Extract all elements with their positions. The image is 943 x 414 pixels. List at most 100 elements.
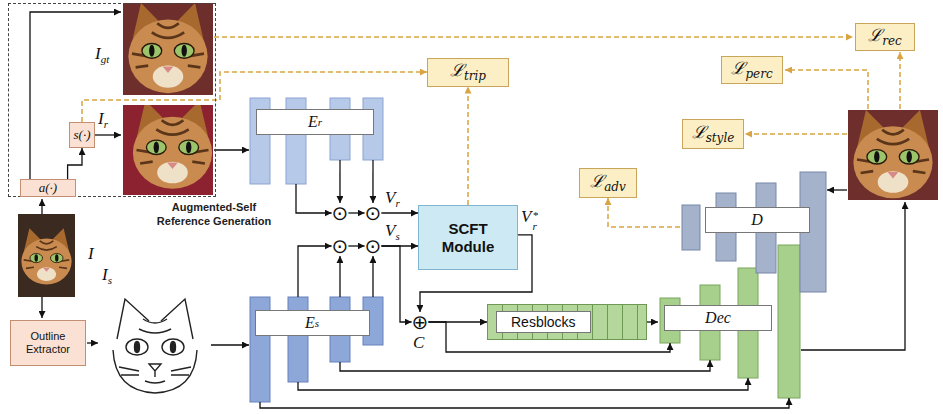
encoder: Es — [248, 295, 390, 413]
loss-line — [785, 70, 868, 109]
connector — [298, 246, 332, 297]
cat-face — [128, 3, 207, 93]
node-label: ℒrec — [868, 26, 902, 48]
math-label: V*r — [521, 208, 538, 232]
math-label: Vs — [385, 222, 400, 242]
symbol-label: C — [413, 333, 424, 352]
math-label: C — [413, 334, 424, 351]
resblocks: Resblocks — [487, 304, 647, 340]
subscript: r — [104, 118, 108, 130]
superscript: * — [532, 210, 538, 221]
loss-connector — [82, 72, 427, 122]
multiply-op: ⊙ — [332, 203, 349, 223]
math-label: Ir — [98, 110, 108, 130]
loss-box: ℒtrip — [427, 58, 509, 87]
node-label: ⊙ — [365, 203, 382, 223]
subscript: s — [315, 317, 319, 329]
node-label: ℒstyle — [692, 123, 735, 145]
encoder-label: Er — [256, 109, 374, 135]
loss-connector — [608, 198, 680, 227]
script-stack: *r — [532, 210, 538, 232]
flow-line — [214, 149, 249, 150]
math-label: I — [88, 245, 94, 262]
photo-ground — [18, 214, 75, 297]
decoder-label: Dec — [664, 305, 772, 331]
flow-line — [801, 202, 905, 350]
connector — [296, 184, 332, 213]
node-label: ⊙ — [332, 203, 349, 223]
subscript: r — [395, 197, 399, 209]
flow-line — [211, 344, 249, 345]
connector — [381, 246, 411, 322]
node-text: ℒ — [590, 171, 604, 191]
subscript: s — [108, 274, 112, 286]
subscript: trip — [464, 69, 486, 83]
node-text: ℒ — [731, 58, 745, 78]
node-text: s(·) — [74, 127, 91, 142]
symbol-label: V — [521, 207, 531, 226]
loss-connector — [467, 87, 469, 206]
scft-module: SCFT Module — [418, 205, 518, 270]
node-text: ⊕ — [412, 310, 429, 334]
subscript: s — [395, 230, 399, 242]
cat-face — [21, 228, 71, 284]
node-text: a(·) — [39, 180, 57, 195]
node-label: SCFT Module — [433, 220, 503, 256]
symbol-label: I — [98, 109, 104, 128]
connector — [348, 212, 364, 213]
loss-box: ℒperc — [721, 56, 783, 84]
encoder-label: Es — [255, 310, 370, 336]
math-label: Is — [102, 266, 112, 286]
connector — [298, 378, 748, 390]
photo-ground — [848, 110, 938, 200]
node-text: E — [308, 113, 318, 131]
symbol-label: I — [88, 244, 94, 263]
loss-line — [899, 52, 901, 109]
connector — [260, 398, 789, 408]
flow-line — [41, 199, 42, 214]
node-label: ⊕ — [412, 312, 429, 332]
symbol-label: I — [102, 265, 108, 284]
loss-line — [745, 133, 847, 135]
connector — [339, 160, 340, 203]
subscript: gt — [101, 53, 110, 65]
loss-line — [214, 36, 853, 38]
concat-op: ⊕ — [412, 312, 429, 332]
cat-photo — [123, 3, 213, 95]
multiply-op: ⊙ — [365, 236, 382, 256]
connector — [68, 148, 82, 179]
cat-photo — [123, 101, 213, 196]
connector — [340, 360, 710, 371]
sketch-image — [100, 290, 210, 400]
cat-face — [133, 101, 212, 189]
node-text: E — [305, 314, 315, 332]
node-label: ℒadv — [590, 172, 626, 194]
loss-box: ℒrec — [855, 23, 915, 51]
node-label: a(·) — [39, 180, 57, 196]
encoder: Er — [248, 96, 388, 186]
discriminator: D — [680, 170, 828, 294]
node-text: SCFT Module — [442, 220, 495, 255]
subscript: style — [706, 131, 735, 145]
loss-box: ℒadv — [579, 168, 637, 198]
subscript: rec — [882, 34, 902, 48]
node-label: s(·) — [74, 127, 91, 143]
node-label: ℒperc — [731, 59, 772, 81]
flow-line — [30, 12, 121, 179]
op-box: s(·) — [69, 122, 95, 148]
decoder: Dec — [658, 243, 802, 400]
symbol-label: I — [95, 44, 101, 63]
connector — [372, 256, 373, 297]
flow-line — [41, 297, 42, 318]
photo-ground — [100, 290, 210, 400]
photo-ground — [123, 3, 213, 95]
math-label: Vr — [385, 189, 400, 209]
op-box: a(·) — [20, 179, 76, 197]
node-text: ⊙ — [332, 201, 349, 225]
connector — [372, 160, 373, 203]
subscript: adv — [604, 180, 626, 194]
node-text: ℒ — [692, 122, 706, 142]
